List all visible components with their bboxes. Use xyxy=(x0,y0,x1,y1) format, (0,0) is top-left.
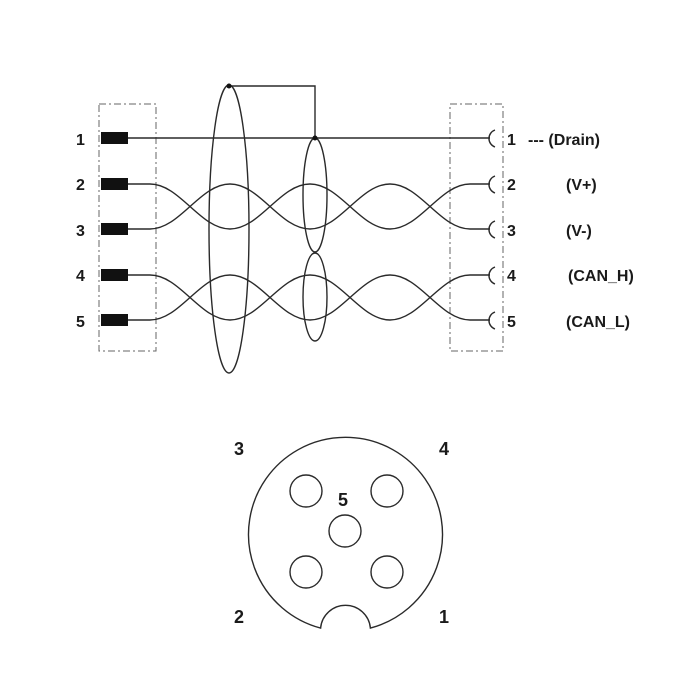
left-pin-label: 3 xyxy=(76,223,85,240)
connector-label-3: 3 xyxy=(234,439,244,459)
connector-label-5: 5 xyxy=(338,490,348,510)
right-pin-label: 5 xyxy=(507,314,516,331)
right-pin-label: 4 xyxy=(507,268,516,285)
shield-junction-dot xyxy=(226,83,232,89)
twisted-wire-v-plus xyxy=(128,183,490,230)
right-connector-frame xyxy=(449,103,504,352)
connector-label-4: 4 xyxy=(439,439,449,459)
shield-bracket xyxy=(229,85,316,138)
right-pin-label: 1 xyxy=(507,132,516,149)
pair-shield-ellipse-bottom xyxy=(302,252,328,342)
contact-hole-1 xyxy=(370,555,404,589)
left-pin-4-block xyxy=(101,269,128,281)
signal-label-drain: --- (Drain) xyxy=(528,132,600,149)
left-pin-label: 5 xyxy=(76,314,85,331)
contact-hole-4 xyxy=(370,474,404,508)
pair-shield-ellipse-top xyxy=(302,137,328,253)
twisted-wire-can-l xyxy=(128,274,490,321)
right-pin-label: 2 xyxy=(507,177,516,194)
left-pin-1-block xyxy=(101,132,128,144)
contact-hole-3 xyxy=(289,474,323,508)
contact-hole-2 xyxy=(289,555,323,589)
signal-label-can-l: (CAN_L) xyxy=(566,314,630,331)
right-pin-label: 3 xyxy=(507,223,516,240)
left-pin-2-block xyxy=(101,178,128,190)
right-socket-1 xyxy=(488,129,496,148)
right-socket-2 xyxy=(488,175,496,194)
left-pin-label: 4 xyxy=(76,268,85,285)
left-connector-frame xyxy=(98,103,157,352)
connector-label-1: 1 xyxy=(439,607,449,627)
contact-hole-5 xyxy=(328,514,362,548)
twisted-wire-can-h xyxy=(128,274,490,321)
connector-label-2: 2 xyxy=(234,607,244,627)
right-socket-5 xyxy=(488,311,496,330)
right-socket-3 xyxy=(488,220,496,239)
left-pin-label: 2 xyxy=(76,177,85,194)
left-pin-label: 1 xyxy=(76,132,85,149)
connector-face-outline xyxy=(247,436,444,629)
signal-label-v-plus: (V+) xyxy=(566,177,597,194)
drain-junction-dot xyxy=(312,135,318,141)
twisted-wire-v-minus xyxy=(128,183,490,230)
signal-label-can-h: (CAN_H) xyxy=(568,268,634,285)
right-socket-4 xyxy=(488,266,496,285)
left-pin-5-block xyxy=(101,314,128,326)
left-pin-3-block xyxy=(101,223,128,235)
signal-label-v-minus: (V-) xyxy=(566,223,592,240)
